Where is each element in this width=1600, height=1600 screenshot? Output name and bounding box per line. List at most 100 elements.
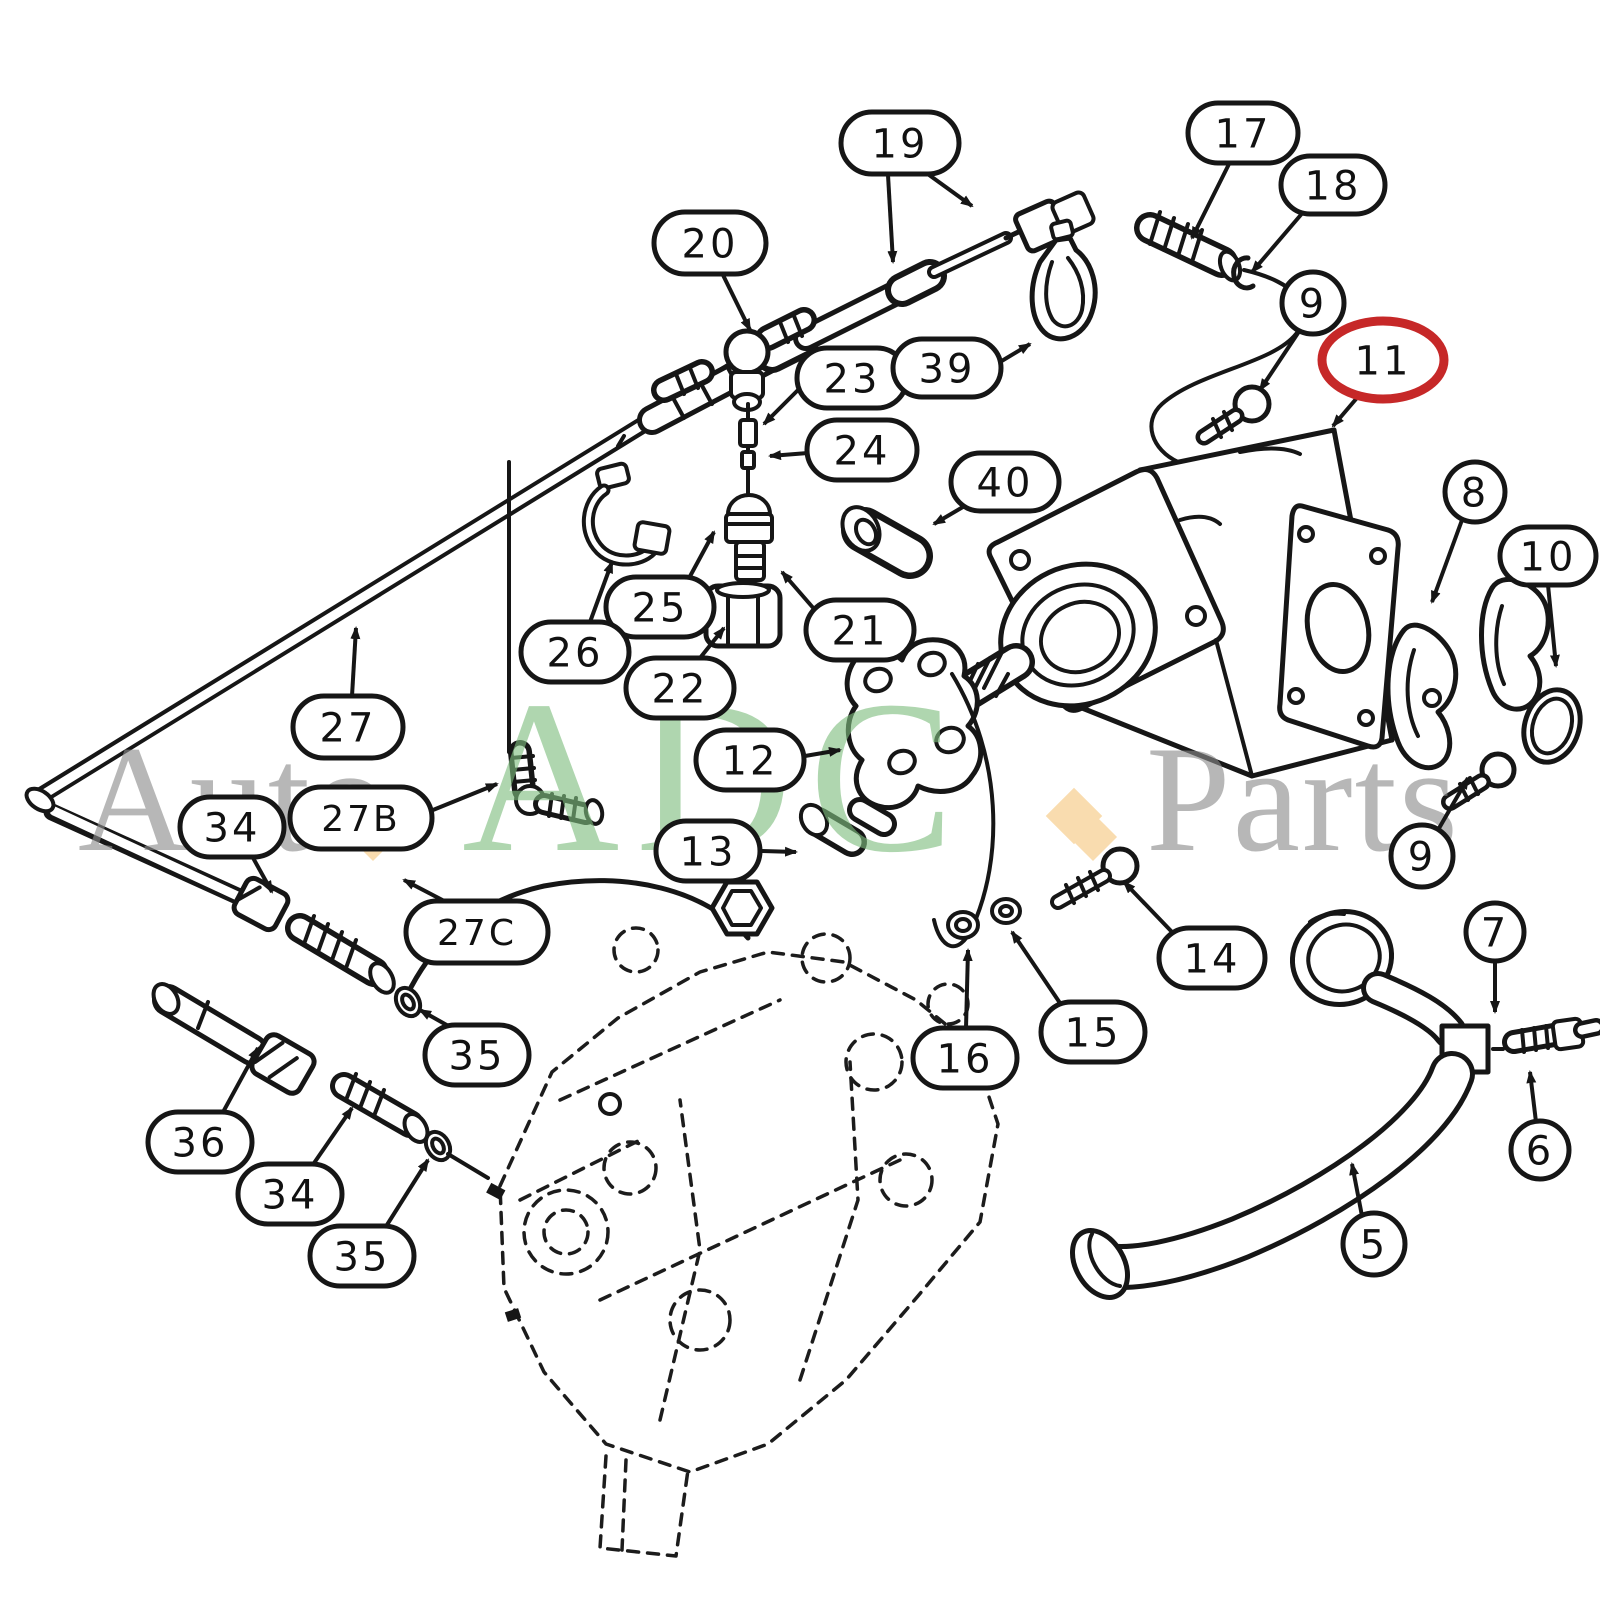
leader-line — [1258, 328, 1302, 392]
callout-19: 19 — [838, 109, 974, 264]
callout-26: 26 — [518, 560, 632, 685]
callout-balloon — [603, 574, 717, 640]
leader-line — [759, 846, 798, 857]
callout-balloon — [290, 693, 406, 761]
callout-label: 27 — [320, 705, 377, 751]
callout-label: 22 — [652, 666, 709, 712]
callout-balloon — [651, 209, 769, 277]
cable-tie — [1029, 218, 1098, 342]
callout-balloon — [235, 1161, 345, 1227]
callout-13: 13 — [653, 818, 798, 884]
callout-label: 11 — [1355, 338, 1412, 384]
leader-line — [220, 1046, 260, 1115]
valve-small-parts — [703, 402, 783, 649]
callout-balloon — [653, 818, 763, 884]
callout-label: 39 — [919, 346, 976, 392]
spacer-bushing — [840, 505, 933, 579]
callout-27: 27 — [290, 626, 406, 761]
callout-label: 27C — [437, 913, 517, 954]
leader-line — [1526, 1070, 1538, 1123]
callout-balloon — [693, 727, 807, 793]
callout-label: 24 — [834, 428, 891, 474]
leader-line — [804, 746, 842, 758]
leader-line — [762, 388, 800, 426]
leader-line — [588, 560, 614, 623]
callout-label: 13 — [680, 829, 737, 875]
callout-27B: 27B — [287, 782, 499, 852]
callout-label: 12 — [722, 738, 779, 784]
leader-line — [432, 782, 499, 812]
leader-line — [780, 570, 817, 612]
callout-label: 18 — [1305, 163, 1362, 209]
leader-line — [250, 855, 274, 894]
clamp-halves — [1385, 576, 1583, 811]
long-tube — [24, 345, 767, 909]
callout-balloon — [287, 784, 435, 852]
control-valve-reference — [486, 879, 1000, 1558]
callout-balloon — [1038, 999, 1148, 1065]
callout-label: 25 — [632, 585, 689, 631]
leader-line — [383, 1158, 430, 1230]
callout-17: 17 — [1185, 100, 1301, 240]
callout-label: 6 — [1526, 1128, 1554, 1174]
callout-balloon — [177, 794, 287, 860]
leader-line — [886, 174, 898, 264]
callout-label: 19 — [872, 121, 929, 167]
watermark: AutoADCParts — [78, 657, 1458, 898]
leader-line — [698, 626, 726, 660]
callout-label: 9 — [1299, 281, 1327, 327]
suction-pipe — [1070, 909, 1600, 1300]
watermark-diamond-dot — [1045, 787, 1118, 862]
callout-balloon — [518, 619, 632, 685]
leader-line — [1436, 776, 1470, 831]
callout-label: 14 — [1184, 936, 1241, 982]
upper-hose-assembly — [637, 190, 1256, 435]
leader-line — [768, 450, 809, 461]
callout-23: 23 — [762, 345, 910, 426]
callout-9: 9 — [1258, 269, 1347, 392]
leader-line — [686, 530, 716, 581]
callout-18: 18 — [1250, 153, 1388, 274]
callout-balloon — [948, 450, 1062, 514]
four-bolt-flange — [798, 637, 984, 857]
callout-34: 34 — [177, 794, 287, 894]
callout-34: 34 — [235, 1106, 354, 1227]
tee-fitting — [651, 307, 817, 412]
callout-balloon — [403, 898, 551, 966]
callout-22: 22 — [623, 626, 737, 721]
elbow-fitting-27b — [507, 460, 605, 826]
callout-39: 39 — [890, 336, 1032, 400]
callout-24: 24 — [768, 417, 920, 483]
callout-balloon — [1156, 925, 1268, 991]
callout-label: 34 — [262, 1172, 319, 1218]
exploded-view-line-art — [24, 190, 1600, 1558]
callout-10: 10 — [1497, 524, 1599, 668]
callout-balloon — [1185, 100, 1301, 166]
leader-line — [1546, 584, 1560, 668]
callout-balloon — [1388, 822, 1456, 890]
callout-balloon — [1279, 269, 1347, 337]
callout-36: 36 — [145, 1046, 260, 1175]
callout-8: 8 — [1430, 459, 1508, 604]
callout-label: 16 — [937, 1036, 994, 1082]
callout-label: 8 — [1461, 470, 1489, 516]
callout-label: 15 — [1065, 1010, 1122, 1056]
callout-5: 5 — [1340, 1162, 1408, 1278]
hydraulic-pump — [930, 427, 1401, 779]
callout-label: 17 — [1215, 111, 1272, 157]
callout-12: 12 — [693, 727, 842, 793]
leader-line — [1430, 519, 1464, 604]
callout-label: 23 — [824, 356, 881, 402]
callout-balloon — [910, 1025, 1020, 1091]
callout-14: 14 — [1122, 880, 1268, 991]
callout-label: 35 — [449, 1033, 506, 1079]
callout-20: 20 — [651, 209, 769, 332]
callout-label: 34 — [204, 805, 261, 851]
callout-27C: 27C — [402, 878, 551, 966]
callout-balloon — [1508, 1118, 1572, 1182]
drain-line — [932, 672, 996, 949]
callout-balloon — [1463, 900, 1527, 964]
